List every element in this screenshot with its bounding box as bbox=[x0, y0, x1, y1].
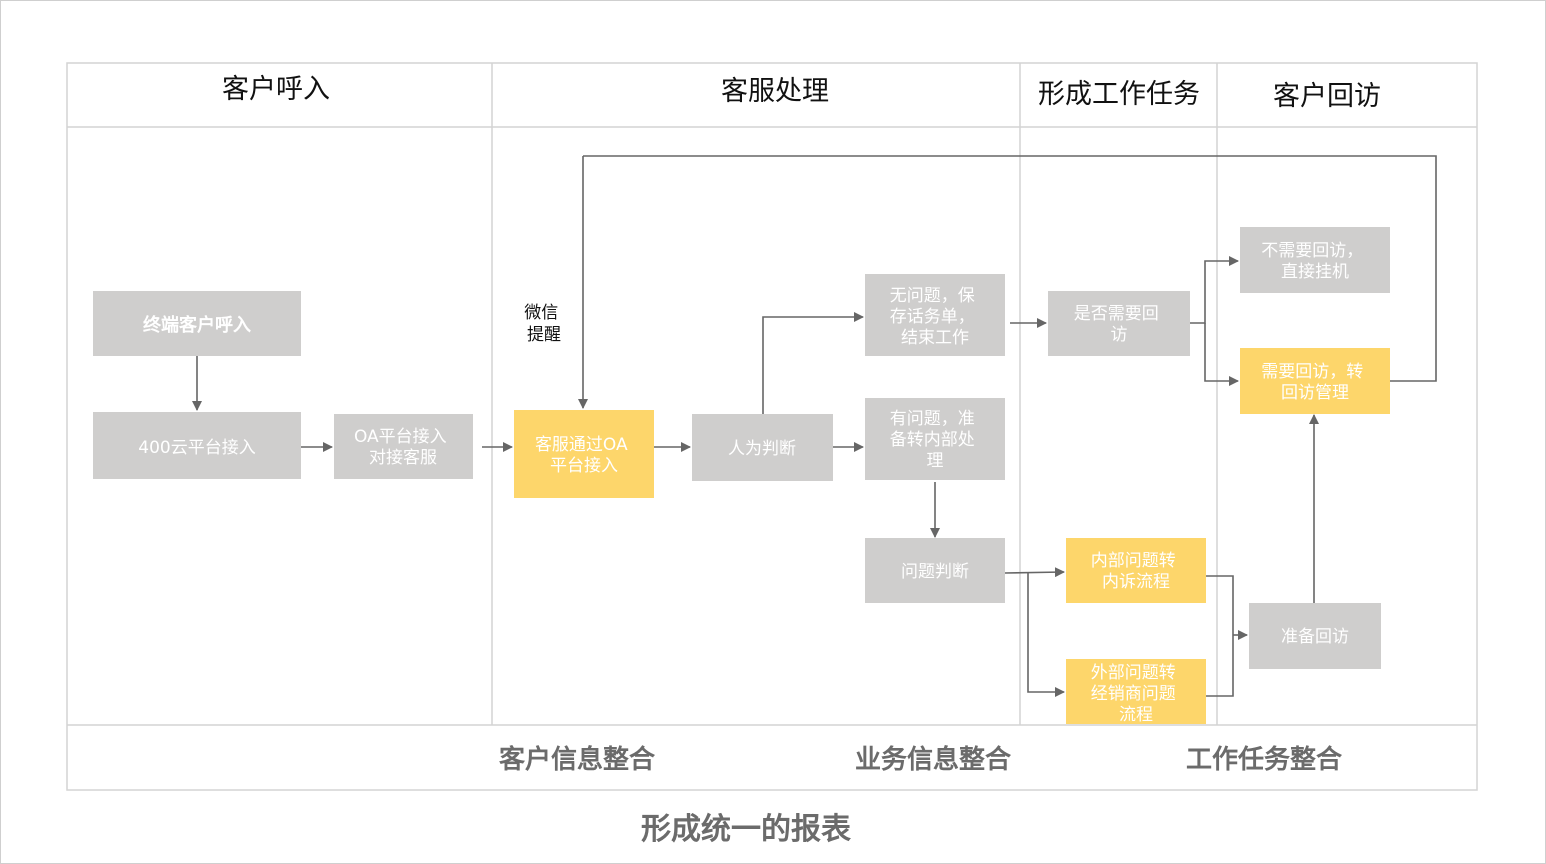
svg-text:400云平台接入: 400云平台接入 bbox=[138, 438, 255, 458]
node-prepare-visit: 准备回访 bbox=[1249, 603, 1381, 669]
footer-task-info: 工作任务整合 bbox=[1186, 744, 1343, 775]
svg-text:客服通过OA 平台接入: 客服通过OA 平台接入 bbox=[535, 435, 633, 476]
svg-text:有问题，准 备转内部处 理: 有问题，准 备转内部处 理 bbox=[890, 409, 980, 471]
svg-text:终端客户呼入: 终端客户呼入 bbox=[143, 314, 251, 336]
node-oa-platform: OA平台接入 对接客服 bbox=[334, 414, 473, 479]
footer-customer-info: 客户信息整合 bbox=[499, 744, 656, 775]
lane-header-task: 形成工作任务 bbox=[1038, 79, 1200, 110]
node-need-visit-question: 是否需要回 访 bbox=[1048, 291, 1190, 356]
node-need-visit: 需要回访，转 回访管理 bbox=[1240, 348, 1390, 414]
svg-text:内部问题转 内诉流程: 内部问题转 内诉流程 bbox=[1091, 551, 1181, 592]
bottom-title: 形成统一的报表 bbox=[641, 812, 851, 847]
svg-text:需要回访，转 回访管理: 需要回访，转 回访管理 bbox=[1261, 362, 1368, 403]
node-cloud-400: 400云平台接入 bbox=[93, 412, 301, 479]
footer-business-info: 业务信息整合 bbox=[855, 744, 1012, 775]
node-internal-flow: 内部问题转 内诉流程 bbox=[1066, 538, 1206, 603]
connectors bbox=[192, 155, 1437, 697]
wechat-reminder-note: 微信 提醒 bbox=[524, 303, 563, 345]
lane-header-customer-call: 客户呼入 bbox=[222, 74, 330, 105]
node-no-visit: 不需要回访， 直接挂机 bbox=[1240, 227, 1390, 293]
node-external-flow: 外部问题转 经销商问题 流程 bbox=[1066, 659, 1206, 725]
node-terminal-call: 终端客户呼入 bbox=[93, 291, 301, 356]
svg-text:不需要回访， 直接挂机: 不需要回访， 直接挂机 bbox=[1261, 241, 1368, 282]
node-problem-judge: 问题判断 bbox=[865, 538, 1005, 603]
node-has-problem: 有问题，准 备转内部处 理 bbox=[865, 398, 1005, 480]
svg-text:OA平台接入 对接客服: OA平台接入 对接客服 bbox=[354, 427, 452, 468]
node-no-problem: 无问题，保 存话务单， 结束工作 bbox=[865, 274, 1005, 356]
swimlane-grid bbox=[66, 62, 1478, 791]
svg-text:外部问题转 经销商问题 流程: 外部问题转 经销商问题 流程 bbox=[1091, 663, 1181, 725]
lane-header-service: 客服处理 bbox=[721, 76, 829, 107]
svg-text:问题判断: 问题判断 bbox=[901, 562, 969, 582]
node-cs-oa: 客服通过OA 平台接入 bbox=[514, 410, 654, 498]
svg-text:是否需要回 访: 是否需要回 访 bbox=[1074, 304, 1164, 345]
svg-text:无问题，保 存话务单， 结束工作: 无问题，保 存话务单， 结束工作 bbox=[890, 286, 980, 348]
svg-text:人为判断: 人为判断 bbox=[728, 439, 796, 459]
lane-header-revisit: 客户回访 bbox=[1273, 81, 1381, 112]
node-manual-judge: 人为判断 bbox=[692, 414, 833, 481]
svg-text:准备回访: 准备回访 bbox=[1281, 627, 1349, 647]
